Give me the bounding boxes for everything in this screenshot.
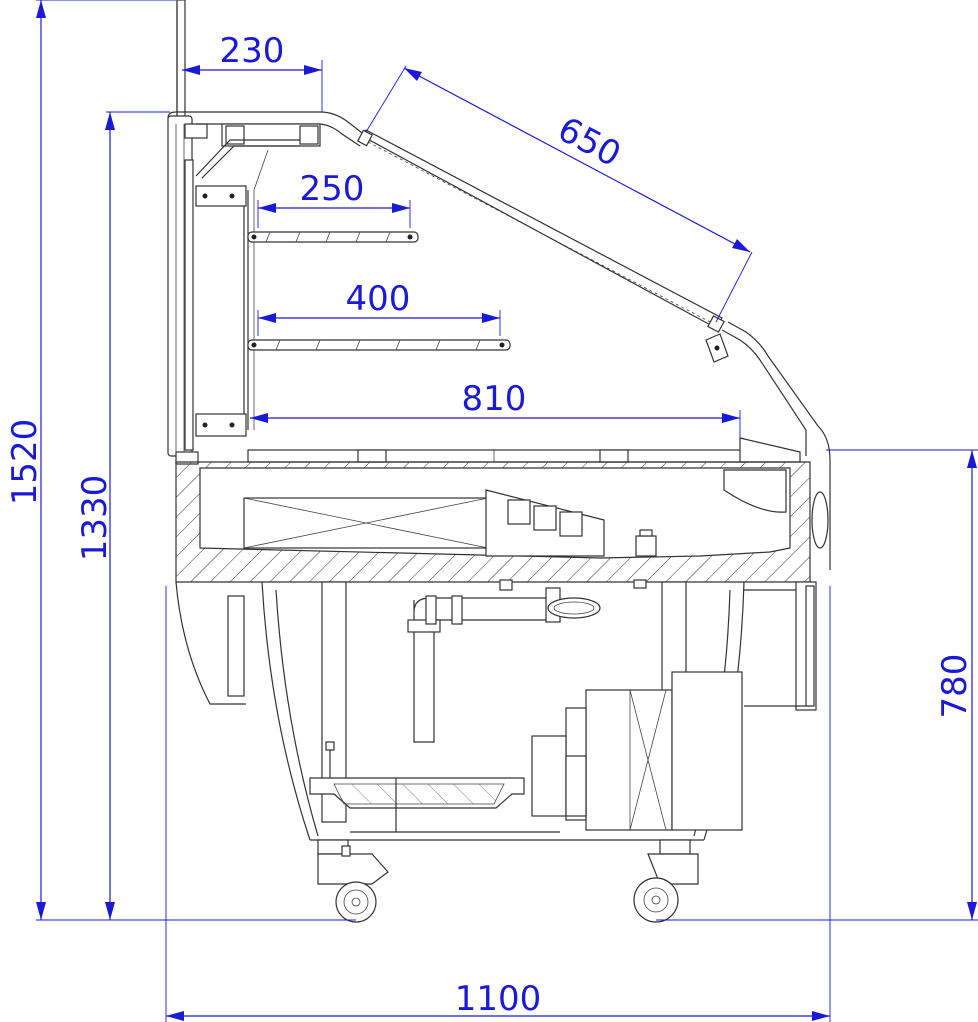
dimension-top-shelf-label: 230 [220,31,285,71]
condensing-unit [531,671,743,831]
dimension-annotations: 1520 1330 780 1100 230 [5,0,978,1022]
dimension-base-depth-label: 810 [462,379,527,419]
inner-frame [195,139,300,437]
dimension-glass-length-label: 650 [551,109,627,175]
dimension-middle-shelf: 400 [257,279,501,336]
display-deck [175,437,801,465]
dimension-upper-shelf: 250 [257,169,411,228]
dimension-cabinet-height-label: 1330 [75,475,115,562]
dimension-total-depth: 1100 [166,979,830,1021]
dimension-top-shelf: 230 [182,31,322,75]
dimension-base-depth: 810 [250,379,741,440]
front-glass [356,129,831,570]
cabinet-drawing [167,0,831,923]
rear-panel [167,0,208,457]
dimension-upper-shelf-label: 250 [300,169,365,209]
middle-shelf [247,339,511,351]
dimension-total-depth-label: 1100 [455,979,542,1019]
right-caster [633,839,699,923]
dimension-counter-height: 780 [935,450,977,920]
dimension-middle-shelf-label: 400 [346,279,411,319]
dimension-counter-height-label: 780 [935,654,975,719]
dimension-total-height: 1520 [5,0,46,920]
evaporation-tray [309,741,560,833]
dimension-glass-length: 650 [403,67,751,253]
dimension-cabinet-height: 1330 [75,112,115,920]
upper-shelf [247,231,419,243]
insulated-tub [175,461,829,583]
drain-pipe [407,587,601,743]
left-caster [317,839,389,923]
dimension-total-height-label: 1520 [5,419,45,506]
